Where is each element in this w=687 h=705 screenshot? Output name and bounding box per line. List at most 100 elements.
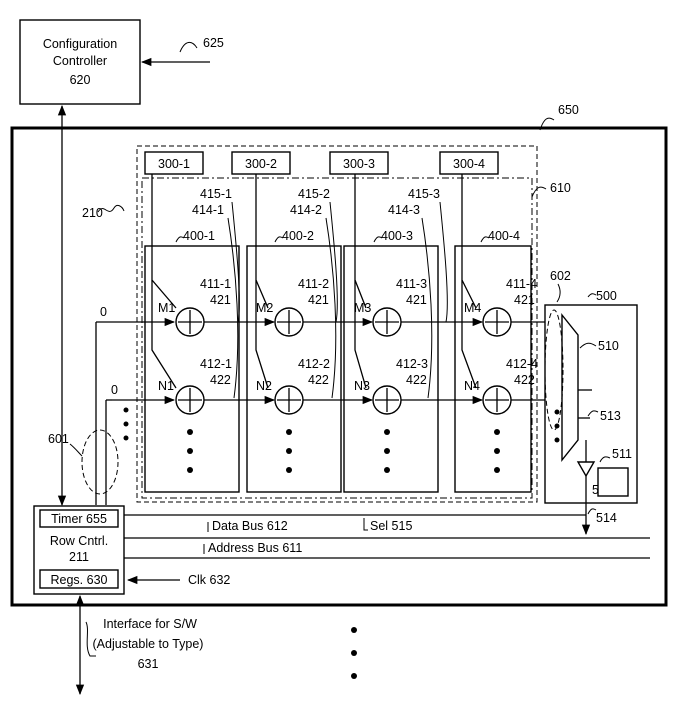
memory-unit-3: 300-3 400-3: [329, 151, 439, 493]
adder-label: 421: [210, 293, 231, 307]
row-ctrl-label-2: 211: [69, 550, 89, 564]
adder-label: 411-3: [396, 277, 427, 291]
leader-line: [599, 456, 611, 463]
adder-label: 411-2: [298, 277, 329, 291]
leader-line: [69, 443, 83, 457]
adder-label: 422: [210, 373, 231, 387]
memory-unit-box: [329, 151, 389, 175]
mux-label: 510: [598, 339, 619, 353]
adder-labels: 411-1 421 M1 412-1 422 N1 411-2 421 M2 4…: [158, 277, 538, 393]
leader-line: [363, 518, 368, 531]
adder-label: 412-3: [396, 357, 428, 371]
output-block-label: 500: [596, 289, 617, 303]
adder-label: M3: [354, 301, 371, 315]
array-ref-650: 650: [558, 103, 579, 117]
adder-label: 412-4: [506, 357, 538, 371]
memory-feed-lines: [151, 174, 477, 389]
leader-650: [539, 117, 555, 131]
leader-line: [587, 293, 597, 298]
adder-label: 422: [308, 373, 329, 387]
config-controller-number: 620: [70, 73, 91, 87]
adder-label: 411-4: [506, 277, 537, 291]
address-bus-label: Address Bus 611: [208, 541, 302, 555]
ellipsis-dot: [351, 650, 357, 656]
timer-label: Timer 655: [51, 512, 107, 526]
leader-line: [85, 621, 96, 657]
weight-label-bottom: 414-1: [192, 203, 224, 217]
memory-unit-box: [144, 151, 204, 175]
ellipsis-dot: [123, 435, 129, 441]
ellipsis-dot: [554, 409, 560, 415]
adder-label: N4: [464, 379, 480, 393]
column-block-label: 400-3: [381, 229, 413, 243]
array-boundary-650: [10, 126, 668, 607]
row-ctrl-label-1: Row Cntrl.: [50, 534, 108, 548]
output-path-label: 514: [596, 511, 617, 525]
interface-label-2: (Adjustable to Type): [93, 637, 204, 651]
adder-label: 421: [406, 293, 427, 307]
adder-label: 422: [406, 373, 427, 387]
leader-line: [373, 236, 383, 243]
clock-label: Clk 632: [188, 573, 230, 587]
config-controller-label-2: Controller: [53, 54, 107, 68]
adder-label: N1: [158, 379, 174, 393]
weight-label-bottom: 414-2: [290, 203, 322, 217]
adder-label: M1: [158, 301, 175, 315]
adder-label: 422: [514, 373, 535, 387]
leader-line: [579, 342, 597, 349]
weight-label-top: 415-1: [200, 187, 232, 201]
row-select-ref: 601: [48, 432, 69, 446]
weight-label-bottom: 414-3: [388, 203, 420, 217]
leader-line: [587, 410, 599, 417]
column-ellipsis-dots: [187, 429, 500, 473]
leader-line: [421, 217, 433, 399]
ellipsis-dot: [351, 673, 357, 679]
leader-610: [531, 186, 547, 198]
memory-unit-box: [231, 151, 291, 175]
column-block: [454, 245, 532, 493]
adder-label: N3: [354, 379, 370, 393]
adder-row-top: [175, 307, 564, 337]
bus-marker-602: [544, 309, 564, 431]
adder-label: 412-2: [298, 357, 330, 371]
adder-label: 421: [308, 293, 329, 307]
row-input-top-value: 0: [100, 305, 107, 319]
adder-label: N2: [256, 379, 272, 393]
weight-labels: 415-1 414-1 415-2 414-2 415-3 414-3: [192, 187, 448, 399]
adder-label: 411-1: [200, 277, 231, 291]
leader-line: [587, 508, 597, 515]
adder-label: 412-1: [200, 357, 232, 371]
memory-unit-box: [439, 151, 499, 175]
memory-unit-1: 300-1 400-1: [144, 151, 240, 493]
registers-label: Regs. 630: [51, 573, 108, 587]
select-line-label: Sel 515: [370, 519, 412, 533]
output-register-511: [597, 467, 629, 497]
leader-line: [175, 236, 185, 243]
column-block: [343, 245, 439, 493]
mux-select-label: 513: [600, 409, 621, 423]
leader-line: [325, 217, 337, 399]
adder-label: 421: [514, 293, 535, 307]
column-block-label: 400-1: [183, 229, 215, 243]
configuration-controller-box: [19, 19, 141, 105]
adder-row-bottom: [175, 385, 564, 415]
memory-unit-4: 300-4 400-4: [439, 151, 532, 493]
adder-label: M2: [256, 301, 273, 315]
leader-line: [274, 236, 284, 243]
bus-marker-ref: 602: [550, 269, 571, 283]
leader-line: [227, 217, 239, 399]
group-boundary-210: [136, 145, 538, 503]
row-select-marker-601: [81, 429, 119, 495]
row-input-bottom-value: 0: [111, 383, 118, 397]
adder-label: M4: [464, 301, 481, 315]
leader-line: [231, 201, 240, 323]
memory-unit-label: 300-3: [343, 157, 375, 171]
weight-label-top: 415-3: [408, 187, 440, 201]
column-block-label: 400-4: [488, 229, 520, 243]
column-block-label: 400-2: [282, 229, 314, 243]
ellipsis-dot: [123, 421, 129, 427]
ellipsis-dot: [123, 407, 129, 413]
config-controller-label-1: Configuration: [43, 37, 117, 51]
multiplexer-510: [561, 313, 579, 462]
